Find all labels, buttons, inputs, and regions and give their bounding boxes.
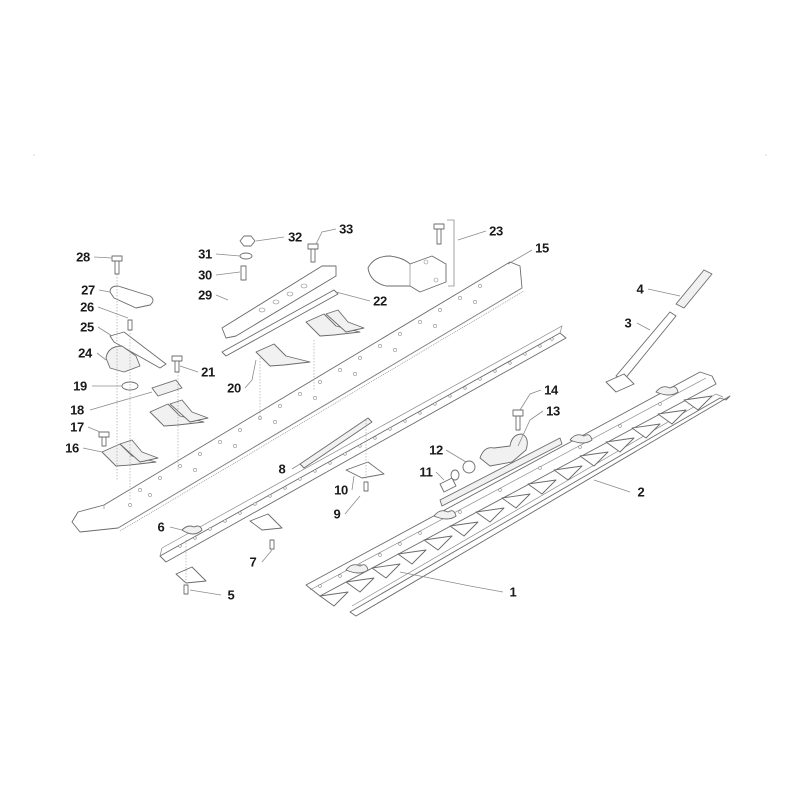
part-9-pin	[363, 481, 369, 492]
callout-29: 29	[198, 287, 212, 303]
callout-18: 18	[70, 402, 84, 418]
assembly-axis-lines	[116, 274, 367, 584]
part-25-lever	[109, 331, 167, 369]
callout-31: 31	[198, 246, 212, 262]
part-19-washer	[121, 381, 139, 391]
callout-12: 12	[429, 442, 443, 458]
part-32-nut	[239, 235, 256, 247]
part-17-bolt-head	[98, 431, 110, 438]
callout-4: 4	[636, 281, 644, 297]
part-33-bolt	[307, 243, 319, 263]
part-13-knife-head	[479, 433, 528, 467]
guard-fingers	[101, 309, 365, 467]
part-5-pin	[183, 584, 189, 595]
callout-21: 21	[201, 364, 215, 380]
part-30-stud	[240, 265, 247, 281]
guard-strip	[159, 325, 567, 563]
part-29-holes	[258, 283, 308, 313]
part-4-grip	[675, 269, 713, 309]
callout-3: 3	[624, 315, 632, 331]
part-10-guard-plate	[345, 461, 385, 479]
part-27-plate	[109, 285, 154, 309]
callout-25: 25	[80, 319, 94, 335]
part-7-pin	[269, 539, 275, 550]
part-26-screw	[127, 319, 133, 331]
part-5-guard-plate	[175, 566, 207, 584]
part-21-bolt	[174, 359, 180, 373]
part-23-clamp	[367, 219, 455, 293]
callout-16: 16	[65, 440, 79, 456]
part-3-handle-foot	[605, 373, 635, 393]
callout-19: 19	[73, 378, 87, 394]
part-12-nut	[462, 460, 476, 474]
part-22-strip	[221, 289, 339, 357]
callout-33: 33	[339, 221, 353, 237]
callout-1: 1	[509, 584, 517, 600]
callout-17: 17	[70, 419, 84, 435]
callout-22: 22	[373, 293, 387, 309]
callout-28: 28	[76, 249, 90, 265]
callout-15: 15	[535, 240, 549, 256]
part-28-bolt	[114, 259, 120, 275]
callout-27: 27	[81, 282, 95, 298]
callout-10: 10	[334, 482, 348, 498]
callout-2: 2	[637, 484, 645, 500]
part-21-bolt-head	[171, 355, 183, 362]
part-1-knife-assembly	[305, 371, 717, 607]
callout-5: 5	[227, 587, 235, 603]
callout-20: 20	[227, 380, 241, 396]
callout-11: 11	[419, 464, 433, 480]
callout-6: 6	[157, 519, 165, 535]
callout-9: 9	[333, 506, 341, 522]
callout-leaders	[82, 228, 681, 596]
callout-23: 23	[489, 223, 503, 239]
callout-13: 13	[546, 403, 560, 419]
callout-8: 8	[278, 461, 286, 477]
part-28-bolt-head	[111, 255, 123, 262]
callout-7: 7	[249, 554, 257, 570]
callout-32: 32	[288, 229, 302, 245]
callout-30: 30	[198, 267, 212, 283]
callout-24: 24	[78, 345, 92, 361]
callout-26: 26	[80, 299, 94, 315]
part-7-guard-plate	[249, 513, 283, 531]
part-18-clamp	[151, 379, 183, 397]
part-11-bushing	[439, 469, 460, 493]
part-31-washer	[239, 252, 253, 260]
part-14-bolt	[512, 409, 524, 431]
callout-14: 14	[544, 382, 558, 398]
part-17-bolt	[101, 435, 107, 447]
part-8-plate	[299, 417, 373, 469]
part-2-rod	[349, 393, 731, 617]
part-6-clip	[181, 525, 203, 535]
